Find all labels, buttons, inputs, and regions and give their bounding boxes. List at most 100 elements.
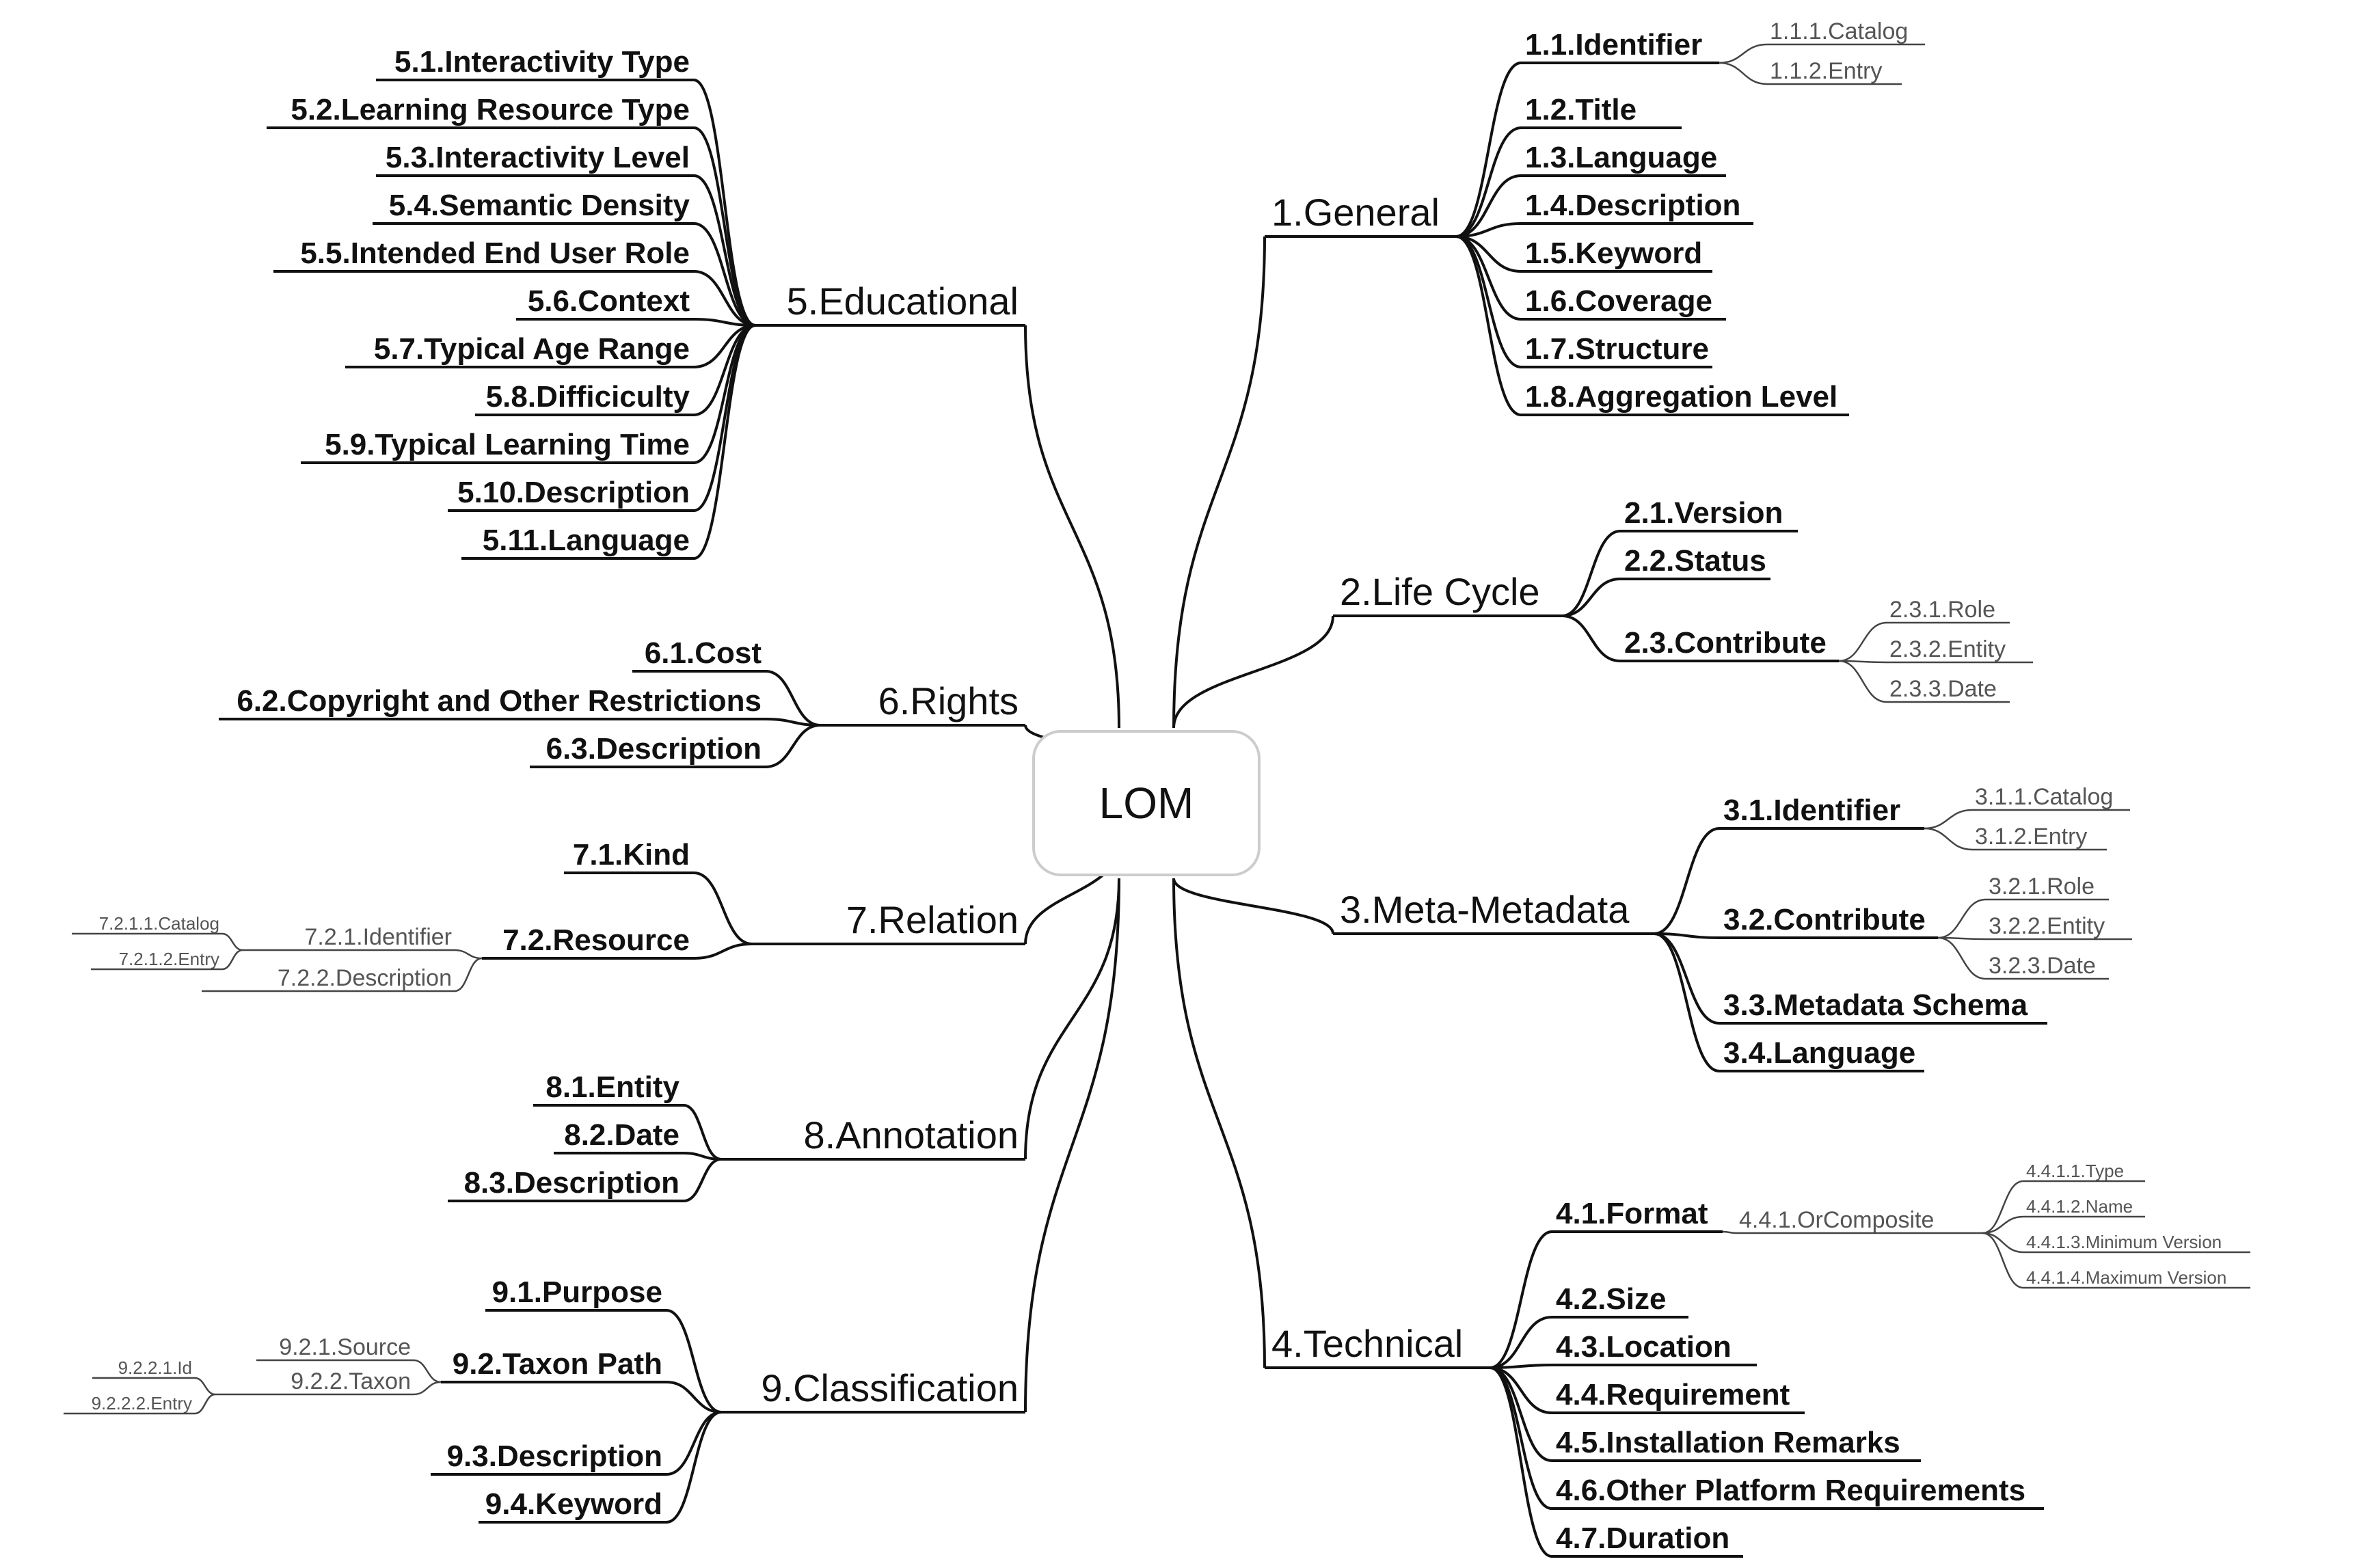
node-2-2-status-edge bbox=[1561, 578, 1621, 617]
node-6-1-cost-label: 6.1.Cost bbox=[645, 636, 762, 670]
node-1-7-structure-edge bbox=[1455, 235, 1522, 368]
node-5-5-intended-end-user-role-edge bbox=[693, 270, 756, 327]
node-1-1-identifier-edge bbox=[1455, 62, 1522, 238]
node-4-1-format-label: 4.1.Format bbox=[1556, 1197, 1708, 1230]
node-1-1-2-entry-label: 1.1.2.Entry bbox=[1770, 58, 1882, 84]
node-8-1-entity-label: 8.1.Entity bbox=[546, 1070, 679, 1104]
node-9-2-taxon-path-label: 9.2.Taxon Path bbox=[453, 1347, 662, 1381]
node-4-1-format-edge bbox=[1490, 1230, 1552, 1369]
node-3-1-1-catalog-label: 3.1.1.Catalog bbox=[1975, 784, 2113, 810]
branch-1-general-edge bbox=[1172, 236, 1266, 729]
node-6-3-description-label: 6.3.Description bbox=[546, 732, 762, 766]
node-4-4-1-3-minimum-version-label: 4.4.1.3.Minimum Version bbox=[2026, 1232, 2222, 1252]
node-9-2-1-source-edge bbox=[413, 1359, 442, 1383]
node-3-1-identifier-label: 3.1.Identifier bbox=[1723, 794, 1900, 827]
node-9-2-2-taxon-label: 9.2.2.Taxon bbox=[291, 1368, 411, 1394]
node-2-3-3-date-edge bbox=[1838, 660, 1887, 703]
node-4-4-1-4-maximum-version-edge bbox=[1982, 1232, 2024, 1289]
node-9-2-taxon-path-edge bbox=[666, 1381, 722, 1414]
node-4-4-1-orcomposite-label: 4.4.1.OrComposite bbox=[1739, 1207, 1934, 1233]
branch-6-rights-label: 6.Rights bbox=[878, 679, 1019, 722]
node-1-8-aggregation-level-label: 1.8.Aggregation Level bbox=[1525, 380, 1837, 414]
branch-5-educational-edge bbox=[1024, 325, 1120, 729]
node-4-4-1-1-type-edge bbox=[1982, 1180, 2024, 1234]
branch-9-classification-label: 9.Classification bbox=[761, 1366, 1019, 1409]
node-9-3-description-label: 9.3.Description bbox=[447, 1439, 662, 1473]
root-node: LOM bbox=[1032, 730, 1261, 876]
node-3-3-metadata-schema-edge bbox=[1654, 932, 1720, 1025]
node-3-2-contribute-edge bbox=[1654, 932, 1720, 939]
node-1-7-structure-label: 1.7.Structure bbox=[1525, 332, 1709, 366]
node-5-3-interactivity-level-label: 5.3.Interactivity Level bbox=[386, 141, 690, 174]
branch-2-life-cycle-edge bbox=[1172, 615, 1334, 729]
node-5-4-semantic-density-edge bbox=[693, 222, 756, 327]
branch-8-annotation-label: 8.Annotation bbox=[804, 1113, 1019, 1157]
node-3-2-3-date-label: 3.2.3.Date bbox=[1989, 953, 2096, 979]
branch-8-annotation-edge bbox=[1024, 878, 1120, 1160]
node-6-1-cost-edge bbox=[765, 670, 821, 727]
node-2-3-2-entity-label: 2.3.2.Entity bbox=[1889, 636, 2006, 662]
node-9-2-2-1-id-edge bbox=[194, 1377, 216, 1396]
node-9-1-purpose-label: 9.1.Purpose bbox=[492, 1275, 662, 1309]
node-7-2-2-description-edge bbox=[454, 957, 483, 992]
branch-4-technical-label: 4.Technical bbox=[1271, 1322, 1463, 1365]
node-2-3-1-role-edge bbox=[1838, 621, 1887, 662]
node-9-4-keyword-edge bbox=[666, 1411, 722, 1524]
node-1-1-1-catalog-label: 1.1.1.Catalog bbox=[1770, 18, 1908, 44]
node-4-5-installation-remarks-edge bbox=[1490, 1366, 1552, 1462]
node-7-2-resource-edge bbox=[693, 943, 753, 960]
node-7-2-1-1-catalog-edge bbox=[221, 932, 243, 951]
node-7-2-1-identifier-edge bbox=[454, 949, 483, 960]
node-9-2-2-taxon-edge bbox=[413, 1381, 442, 1396]
node-8-2-date-label: 8.2.Date bbox=[564, 1118, 679, 1152]
node-1-3-language-label: 1.3.Language bbox=[1525, 141, 1717, 174]
node-7-2-2-description-label: 7.2.2.Description bbox=[278, 965, 452, 991]
node-3-1-2-entry-label: 3.1.2.Entry bbox=[1975, 824, 2087, 850]
node-1-1-identifier-label: 1.1.Identifier bbox=[1525, 28, 1702, 62]
node-7-2-resource-label: 7.2.Resource bbox=[502, 923, 690, 957]
node-7-2-1-identifier-label: 7.2.1.Identifier bbox=[305, 924, 452, 950]
node-9-2-1-source-label: 9.2.1.Source bbox=[279, 1334, 411, 1360]
branch-9-classification-edge bbox=[1024, 878, 1120, 1413]
node-5-11-language-edge bbox=[693, 324, 756, 560]
node-5-11-language-label: 5.11.Language bbox=[483, 524, 690, 557]
node-1-8-aggregation-level-edge bbox=[1455, 235, 1522, 416]
root-label: LOM bbox=[1099, 779, 1194, 828]
branch-3-meta-metadata-edge bbox=[1172, 878, 1334, 934]
node-4-5-installation-remarks-label: 4.5.Installation Remarks bbox=[1556, 1426, 1900, 1459]
node-3-2-1-role-label: 3.2.1.Role bbox=[1989, 874, 2095, 900]
node-8-3-description-edge bbox=[683, 1158, 722, 1202]
node-8-1-entity-edge bbox=[683, 1104, 722, 1161]
node-7-1-kind-label: 7.1.Kind bbox=[573, 838, 690, 871]
branch-3-meta-metadata-label: 3.Meta-Metadata bbox=[1340, 888, 1630, 931]
node-3-2-1-role-edge bbox=[1937, 898, 1986, 939]
node-3-1-1-catalog-edge bbox=[1924, 809, 1973, 830]
node-3-2-3-date-edge bbox=[1937, 936, 1986, 980]
node-2-1-version-label: 2.1.Version bbox=[1624, 496, 1783, 530]
node-5-10-description-label: 5.10.Description bbox=[457, 476, 690, 509]
node-4-2-size-edge bbox=[1490, 1316, 1552, 1369]
node-5-1-interactivity-type-label: 5.1.Interactivity Type bbox=[394, 45, 690, 79]
node-7-1-kind-edge bbox=[693, 871, 753, 945]
branch-7-relation-label: 7.Relation bbox=[846, 898, 1019, 941]
node-5-4-semantic-density-label: 5.4.Semantic Density bbox=[389, 189, 690, 222]
node-6-3-description-edge bbox=[765, 724, 821, 768]
node-4-6-other-platform-requirements-label: 4.6.Other Platform Requirements bbox=[1556, 1474, 2025, 1507]
node-1-2-title-label: 1.2.Title bbox=[1525, 93, 1637, 126]
node-2-2-status-label: 2.2.Status bbox=[1624, 544, 1766, 578]
root-box bbox=[1032, 730, 1261, 876]
node-1-1-2-entry-edge bbox=[1719, 62, 1768, 85]
node-3-4-language-label: 3.4.Language bbox=[1723, 1036, 1915, 1070]
node-4-7-duration-label: 4.7.Duration bbox=[1556, 1522, 1729, 1555]
node-7-2-1-2-entry-edge bbox=[221, 949, 243, 971]
node-8-3-description-label: 8.3.Description bbox=[464, 1166, 679, 1200]
node-1-3-language-edge bbox=[1455, 174, 1522, 238]
node-3-4-language-edge bbox=[1654, 932, 1720, 1072]
node-4-4-1-4-maximum-version-label: 4.4.1.4.Maximum Version bbox=[2026, 1267, 2226, 1288]
node-4-3-location-label: 4.3.Location bbox=[1556, 1330, 1732, 1364]
node-3-3-metadata-schema-label: 3.3.Metadata Schema bbox=[1723, 988, 2028, 1022]
connector-lines bbox=[194, 43, 2024, 1558]
node-5-6-context-label: 5.6.Context bbox=[528, 284, 690, 318]
branch-5-educational-label: 5.Educational bbox=[787, 280, 1019, 323]
